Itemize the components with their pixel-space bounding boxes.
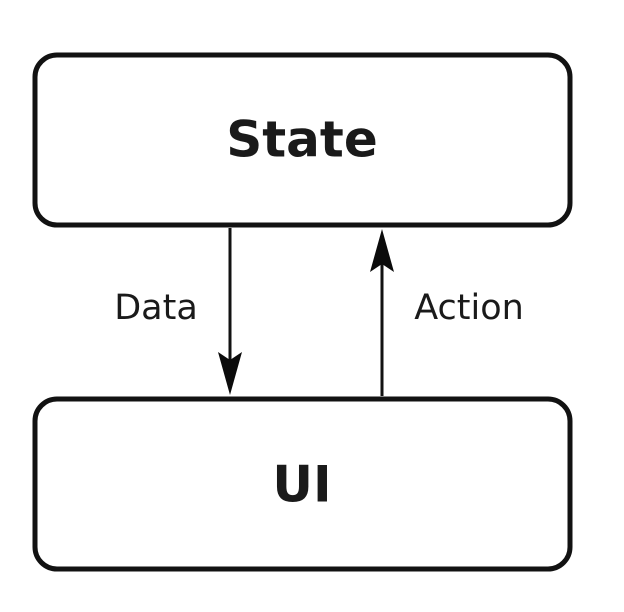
edge-action[interactable]: Action [370, 229, 524, 396]
node-ui-shape [32, 396, 573, 572]
edge-data-arrowhead-icon [218, 352, 242, 395]
edge-data-label: Data [114, 288, 198, 328]
node-ui[interactable]: UI [32, 396, 573, 572]
node-ui-label: UI [272, 456, 331, 514]
node-state[interactable]: State [32, 52, 573, 228]
node-state-shape [32, 52, 573, 228]
edge-data[interactable]: Data [114, 228, 242, 395]
edge-action-arrowhead-icon [370, 229, 394, 272]
node-state-label: State [226, 111, 377, 169]
edge-action-label: Action [414, 288, 524, 328]
